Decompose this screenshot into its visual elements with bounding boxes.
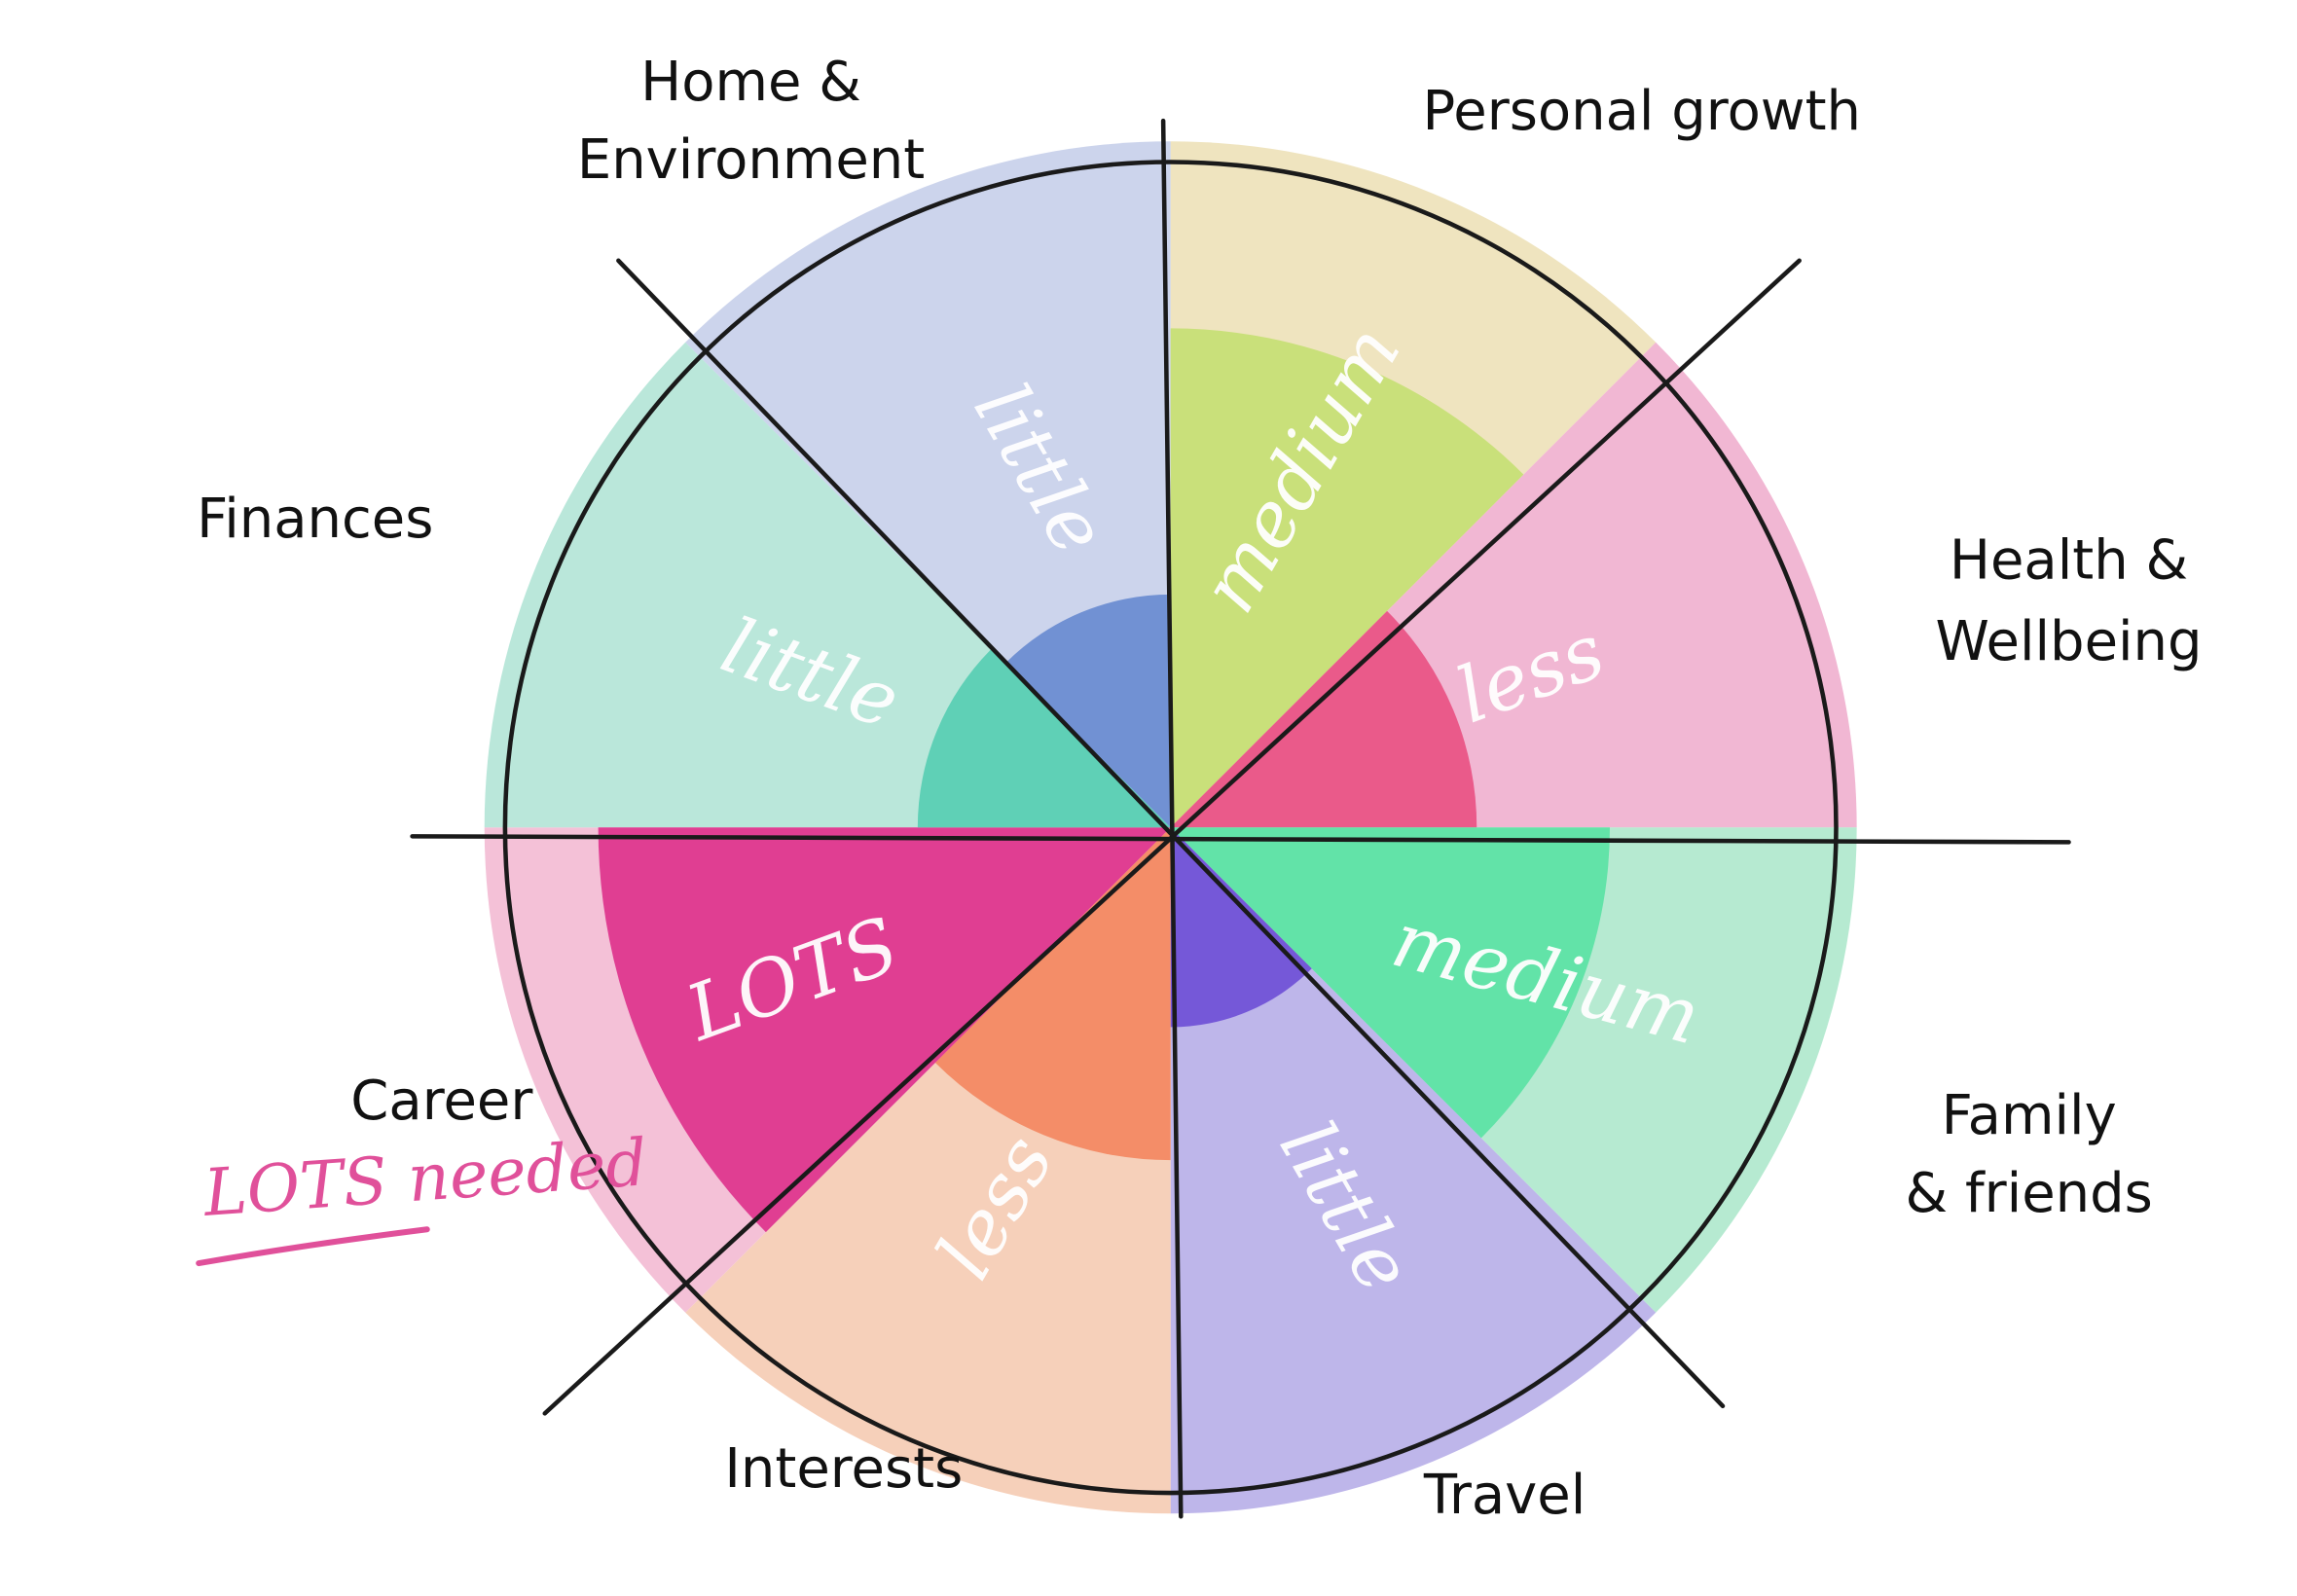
career-annotation: LOTS needed bbox=[196, 1124, 649, 1267]
category-label: & friends bbox=[1906, 1162, 2153, 1225]
segment-level-fill bbox=[598, 827, 1171, 1233]
category-label: Travel bbox=[1423, 1464, 1586, 1527]
spokes bbox=[410, 118, 2071, 1519]
category-label: Home & bbox=[640, 51, 861, 114]
category-label: Family bbox=[1942, 1084, 2117, 1147]
category-label: Health & bbox=[1950, 529, 2188, 593]
segment-level-fills bbox=[598, 328, 1610, 1233]
lots-needed-note: LOTS needed bbox=[201, 1124, 649, 1231]
segment-level-fill bbox=[1170, 328, 1524, 828]
category-label: Interests bbox=[724, 1437, 963, 1501]
category-label: Personal growth bbox=[1423, 80, 1861, 143]
category-label: Finances bbox=[197, 488, 433, 551]
wheel-outline bbox=[502, 160, 1839, 1496]
spoke-diagonal-nw bbox=[616, 258, 1726, 1409]
segment-background bbox=[1170, 827, 1657, 1514]
category-label: Career bbox=[350, 1070, 533, 1133]
segment-level-fill bbox=[1005, 594, 1171, 828]
segment-level-fill bbox=[1170, 610, 1477, 828]
category-label: Environment bbox=[577, 128, 925, 192]
segment-level-fill bbox=[917, 648, 1171, 828]
segment-level-fill bbox=[1170, 827, 1610, 1139]
segment-level-fill bbox=[1170, 827, 1312, 1028]
spoke-vertical bbox=[1160, 118, 1184, 1519]
category-label: Wellbeing bbox=[1935, 610, 2202, 673]
lots-needed-underline bbox=[196, 1226, 430, 1267]
spoke-horizontal bbox=[410, 834, 2071, 845]
segment-level-fill bbox=[934, 827, 1171, 1161]
